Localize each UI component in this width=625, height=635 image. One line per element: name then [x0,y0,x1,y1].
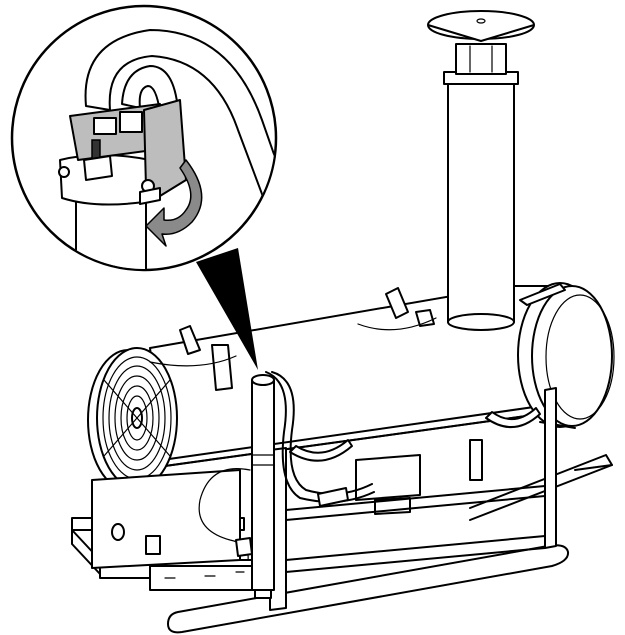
fan-guard-icon [87,347,178,491]
burner-housing [91,439,483,569]
lifting-bracket-front [149,325,237,391]
chimney-cap-icon [427,10,535,42]
callout-pointer [196,248,258,370]
carry-handle-right [485,407,541,429]
fuel-tube [251,374,275,599]
detail-magnifier [10,4,278,272]
lifting-bracket-rear [357,287,437,331]
carry-handle-left [289,439,353,462]
fuel-hoses [198,371,375,561]
chimney [443,43,519,331]
rotate-arrow-icon [145,159,203,247]
